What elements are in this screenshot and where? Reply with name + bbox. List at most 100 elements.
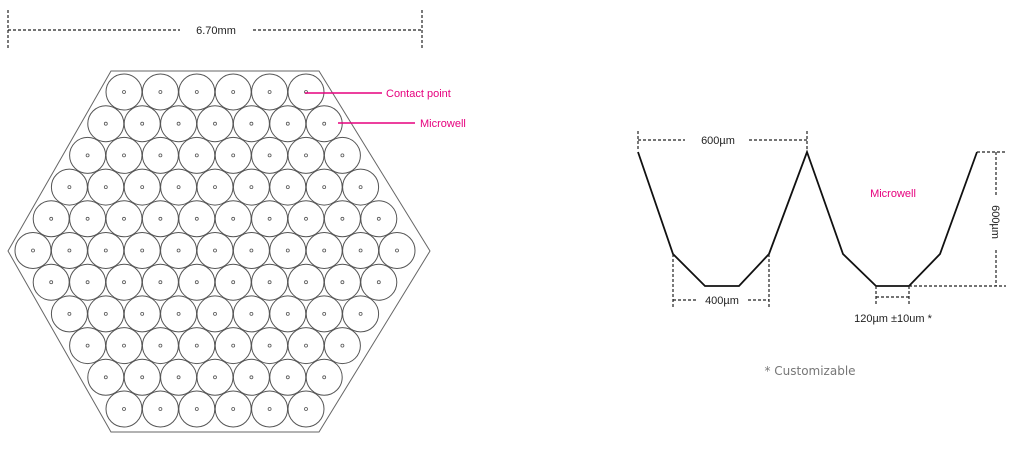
microwell bbox=[32, 263, 70, 301]
microwell bbox=[196, 232, 234, 269]
microwell bbox=[287, 390, 325, 428]
contact-point bbox=[376, 216, 381, 221]
microwell bbox=[50, 295, 88, 333]
contact-point bbox=[395, 248, 399, 253]
contact-point bbox=[85, 153, 90, 158]
pitch-label: 600µm bbox=[701, 135, 735, 147]
microwell bbox=[323, 200, 361, 238]
microwell bbox=[305, 168, 343, 206]
contact-point bbox=[122, 90, 126, 94]
contact-point bbox=[103, 185, 108, 190]
microwell bbox=[178, 390, 216, 428]
microwell bbox=[342, 232, 380, 269]
contact-point bbox=[285, 121, 290, 126]
depth-label: 600µm bbox=[989, 205, 1001, 239]
microwell bbox=[32, 200, 70, 238]
microwell bbox=[360, 200, 398, 238]
contact-point bbox=[194, 216, 199, 221]
contact-point bbox=[176, 375, 181, 380]
microwell bbox=[269, 358, 307, 396]
microwell bbox=[69, 327, 107, 365]
contact-point bbox=[376, 280, 381, 285]
contact-point bbox=[122, 216, 126, 221]
microwell bbox=[87, 358, 125, 396]
contact-point bbox=[140, 185, 145, 190]
microwell bbox=[214, 327, 252, 365]
microwell bbox=[269, 295, 307, 333]
contact-point bbox=[358, 311, 363, 316]
contact-point bbox=[85, 216, 90, 221]
microwell bbox=[251, 390, 289, 428]
microwell bbox=[342, 295, 380, 333]
contact-point bbox=[122, 153, 126, 158]
contact-point bbox=[322, 375, 327, 380]
microwell bbox=[287, 263, 325, 301]
contact-point bbox=[231, 407, 236, 411]
contact-point bbox=[267, 216, 272, 221]
contact-point bbox=[231, 90, 236, 94]
microwell bbox=[214, 136, 252, 174]
microwell bbox=[305, 295, 343, 333]
microwell bbox=[50, 168, 88, 206]
microwell bbox=[287, 136, 325, 174]
microwell-label: Microwell bbox=[420, 118, 466, 130]
contact-point bbox=[340, 153, 345, 158]
contact-point bbox=[85, 343, 90, 348]
contact-point bbox=[122, 343, 126, 348]
microwell bbox=[269, 105, 307, 143]
contact-point bbox=[158, 343, 163, 348]
contact-point bbox=[304, 407, 308, 411]
microwell bbox=[251, 73, 289, 111]
microwell bbox=[160, 358, 198, 396]
microwell bbox=[232, 295, 270, 333]
microwell bbox=[305, 105, 343, 143]
contact-point bbox=[194, 90, 199, 94]
microwell bbox=[141, 200, 179, 238]
microwell bbox=[196, 168, 234, 206]
hexagon-outline bbox=[7, 70, 431, 433]
microwell bbox=[141, 327, 179, 365]
microwell bbox=[214, 200, 252, 238]
microwell bbox=[69, 200, 107, 238]
contact-point bbox=[304, 153, 308, 158]
contact-point bbox=[158, 407, 163, 411]
contact-point bbox=[122, 407, 126, 411]
contact-point-label: Contact point bbox=[386, 88, 451, 100]
contact-point bbox=[358, 248, 363, 253]
contact-point bbox=[213, 248, 217, 253]
microwell bbox=[87, 295, 125, 333]
contact-point bbox=[304, 216, 308, 221]
microwell bbox=[196, 295, 234, 333]
contact-point bbox=[304, 343, 308, 348]
microwell bbox=[323, 327, 361, 365]
microwell bbox=[141, 390, 179, 428]
contact-point bbox=[285, 375, 290, 380]
contact-point bbox=[322, 248, 327, 253]
contact-point bbox=[85, 280, 90, 285]
microwell bbox=[105, 390, 143, 428]
contact-point bbox=[122, 280, 126, 285]
bottom-width-label: 120µm ±10um * bbox=[854, 313, 933, 325]
contact-point bbox=[103, 311, 108, 316]
microwell bbox=[178, 73, 216, 111]
contact-point bbox=[140, 311, 145, 316]
microwell bbox=[287, 73, 325, 111]
contact-point bbox=[140, 248, 145, 253]
contact-point bbox=[267, 90, 272, 94]
microwell bbox=[178, 327, 216, 365]
microwell bbox=[141, 73, 179, 111]
microwell bbox=[50, 232, 88, 269]
contact-point bbox=[49, 216, 54, 221]
contact-point bbox=[231, 280, 236, 285]
microwell bbox=[105, 73, 143, 111]
microwell bbox=[305, 232, 343, 269]
microwell-array bbox=[14, 73, 416, 428]
contact-point bbox=[67, 185, 72, 190]
contact-point bbox=[176, 121, 181, 126]
contact-point bbox=[285, 248, 290, 253]
microwell bbox=[196, 105, 234, 143]
profile-dimensions bbox=[637, 131, 1006, 308]
microwell bbox=[178, 136, 216, 174]
microwell bbox=[214, 263, 252, 301]
contact-point bbox=[304, 280, 308, 285]
